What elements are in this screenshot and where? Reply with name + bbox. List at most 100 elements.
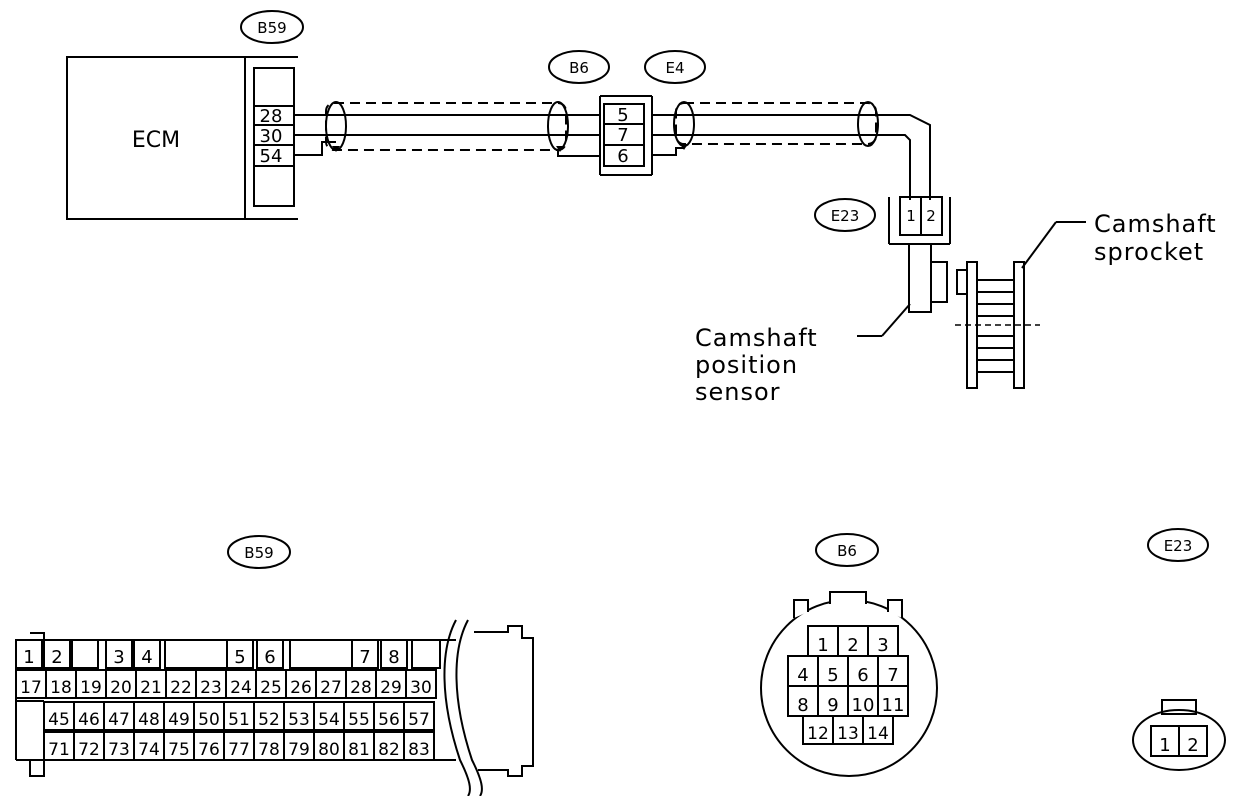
connector-pin: 71 (43, 731, 75, 761)
pin-number: 83 (408, 740, 430, 760)
connector-pin: 3 (867, 625, 899, 657)
connector-pin: 27 (315, 669, 347, 699)
pin-number: 14 (867, 724, 889, 744)
inline-connector-b6-e4: 5 7 6 (599, 95, 653, 176)
connector-pin: 56 (373, 701, 405, 731)
pin-number: 29 (380, 678, 402, 698)
connector-pin: 54 (313, 701, 345, 731)
shielded-harness-2 (652, 101, 931, 200)
pin-number: 6 (857, 665, 868, 686)
connector-pin: 81 (343, 731, 375, 761)
pin-number: 78 (258, 740, 280, 760)
b59-bottom-tag: B59 (227, 535, 291, 569)
connector-pin: 13 (832, 715, 864, 745)
svg-text:B6: B6 (837, 542, 857, 560)
sensor-pin-1: 1 (906, 207, 916, 225)
pin-number: 77 (228, 740, 250, 760)
connector-pin: 52 (253, 701, 285, 731)
pin-number: 7 (887, 665, 898, 686)
pin-number: 1 (1159, 735, 1170, 756)
sprocket-label: Camshaft sprocket (1021, 210, 1217, 269)
inline-pin-6: 6 (617, 146, 628, 167)
connector-pin: 7 (877, 655, 909, 687)
pin-number: 2 (1187, 735, 1198, 756)
connector-pin: 18 (45, 669, 77, 699)
connector-pin: 6 (847, 655, 879, 687)
svg-text:Camshaft: Camshaft (1094, 210, 1217, 238)
pin-number: 80 (318, 740, 340, 760)
pin-number: 13 (837, 724, 859, 744)
pin-number: 47 (108, 710, 130, 730)
sensor-connector-e23: 1 2 (888, 196, 951, 245)
connector-pin: 1 (15, 639, 43, 669)
connector-pin: 72 (73, 731, 105, 761)
pin-number: 6 (264, 647, 275, 668)
pin-number: 1 (23, 647, 34, 668)
svg-text:sprocket: sprocket (1094, 238, 1204, 266)
e23-bottom-tag: E23 (1147, 528, 1209, 562)
connector-pin: 29 (375, 669, 407, 699)
pin-number: 3 (113, 647, 124, 668)
svg-text:B59: B59 (244, 544, 273, 562)
pin-number: 53 (288, 710, 310, 730)
connector-pin: 24 (225, 669, 257, 699)
pin-number: 11 (882, 695, 905, 716)
connector-pin: 1 (1150, 725, 1180, 757)
pin-number: 7 (359, 647, 370, 668)
pin-number: 82 (378, 740, 400, 760)
connector-pin: 51 (223, 701, 255, 731)
camshaft-sprocket (955, 261, 1040, 389)
connector-pin: 2 (1178, 725, 1208, 757)
connector-pin: 10 (847, 685, 879, 717)
connector-pin: 2 (837, 625, 869, 657)
connector-pin: 77 (223, 731, 255, 761)
connector-pin: 79 (283, 731, 315, 761)
connector-pin: 6 (256, 639, 284, 669)
pin-number: 3 (877, 635, 888, 656)
svg-text:position: position (695, 351, 798, 379)
pin-number: 20 (110, 678, 132, 698)
connector-pin: 49 (163, 701, 195, 731)
connector-pin: 20 (105, 669, 137, 699)
connector-pin: 3 (105, 639, 133, 669)
connector-pin: 28 (345, 669, 377, 699)
connector-pin: 5 (817, 655, 849, 687)
connector-pin: 7 (351, 639, 379, 669)
connector-pin: 78 (253, 731, 285, 761)
pin-number: 4 (141, 647, 152, 668)
pin-number: 12 (807, 724, 829, 744)
inline-pin-7: 7 (617, 125, 628, 146)
pin-number: 27 (320, 678, 342, 698)
ecm-label: ECM (132, 128, 180, 153)
pin-number: 5 (827, 665, 838, 686)
pin-number: 51 (228, 710, 250, 730)
svg-text:Camshaft: Camshaft (695, 324, 818, 352)
pin-number: 54 (318, 710, 340, 730)
connector-pin: 14 (862, 715, 894, 745)
connector-pin: 17 (15, 669, 47, 699)
svg-text:B6: B6 (569, 59, 589, 77)
pin-number: 25 (260, 678, 282, 698)
pin-number: 81 (348, 740, 370, 760)
ecm-pin-54: 54 (260, 146, 283, 167)
b6-bottom-tag: B6 (815, 533, 879, 567)
connector-pin: 25 (255, 669, 287, 699)
pin-number: 8 (388, 647, 399, 668)
connector-pin: 48 (133, 701, 165, 731)
connector-pin: 21 (135, 669, 167, 699)
pin-number: 21 (140, 678, 162, 698)
connector-pin: 50 (193, 701, 225, 731)
connector-pin: 46 (73, 701, 105, 731)
connector-pin: 83 (403, 731, 435, 761)
pin-number: 22 (170, 678, 192, 698)
connector-pin: 45 (43, 701, 75, 731)
ecm-unit: ECM (66, 56, 246, 220)
svg-text:E23: E23 (831, 207, 860, 225)
pin-number: 55 (348, 710, 370, 730)
sensor-pin-2: 2 (926, 207, 936, 225)
e23-tag: E23 (814, 198, 876, 232)
connector-pin: 73 (103, 731, 135, 761)
connector-pin: 57 (403, 701, 435, 731)
